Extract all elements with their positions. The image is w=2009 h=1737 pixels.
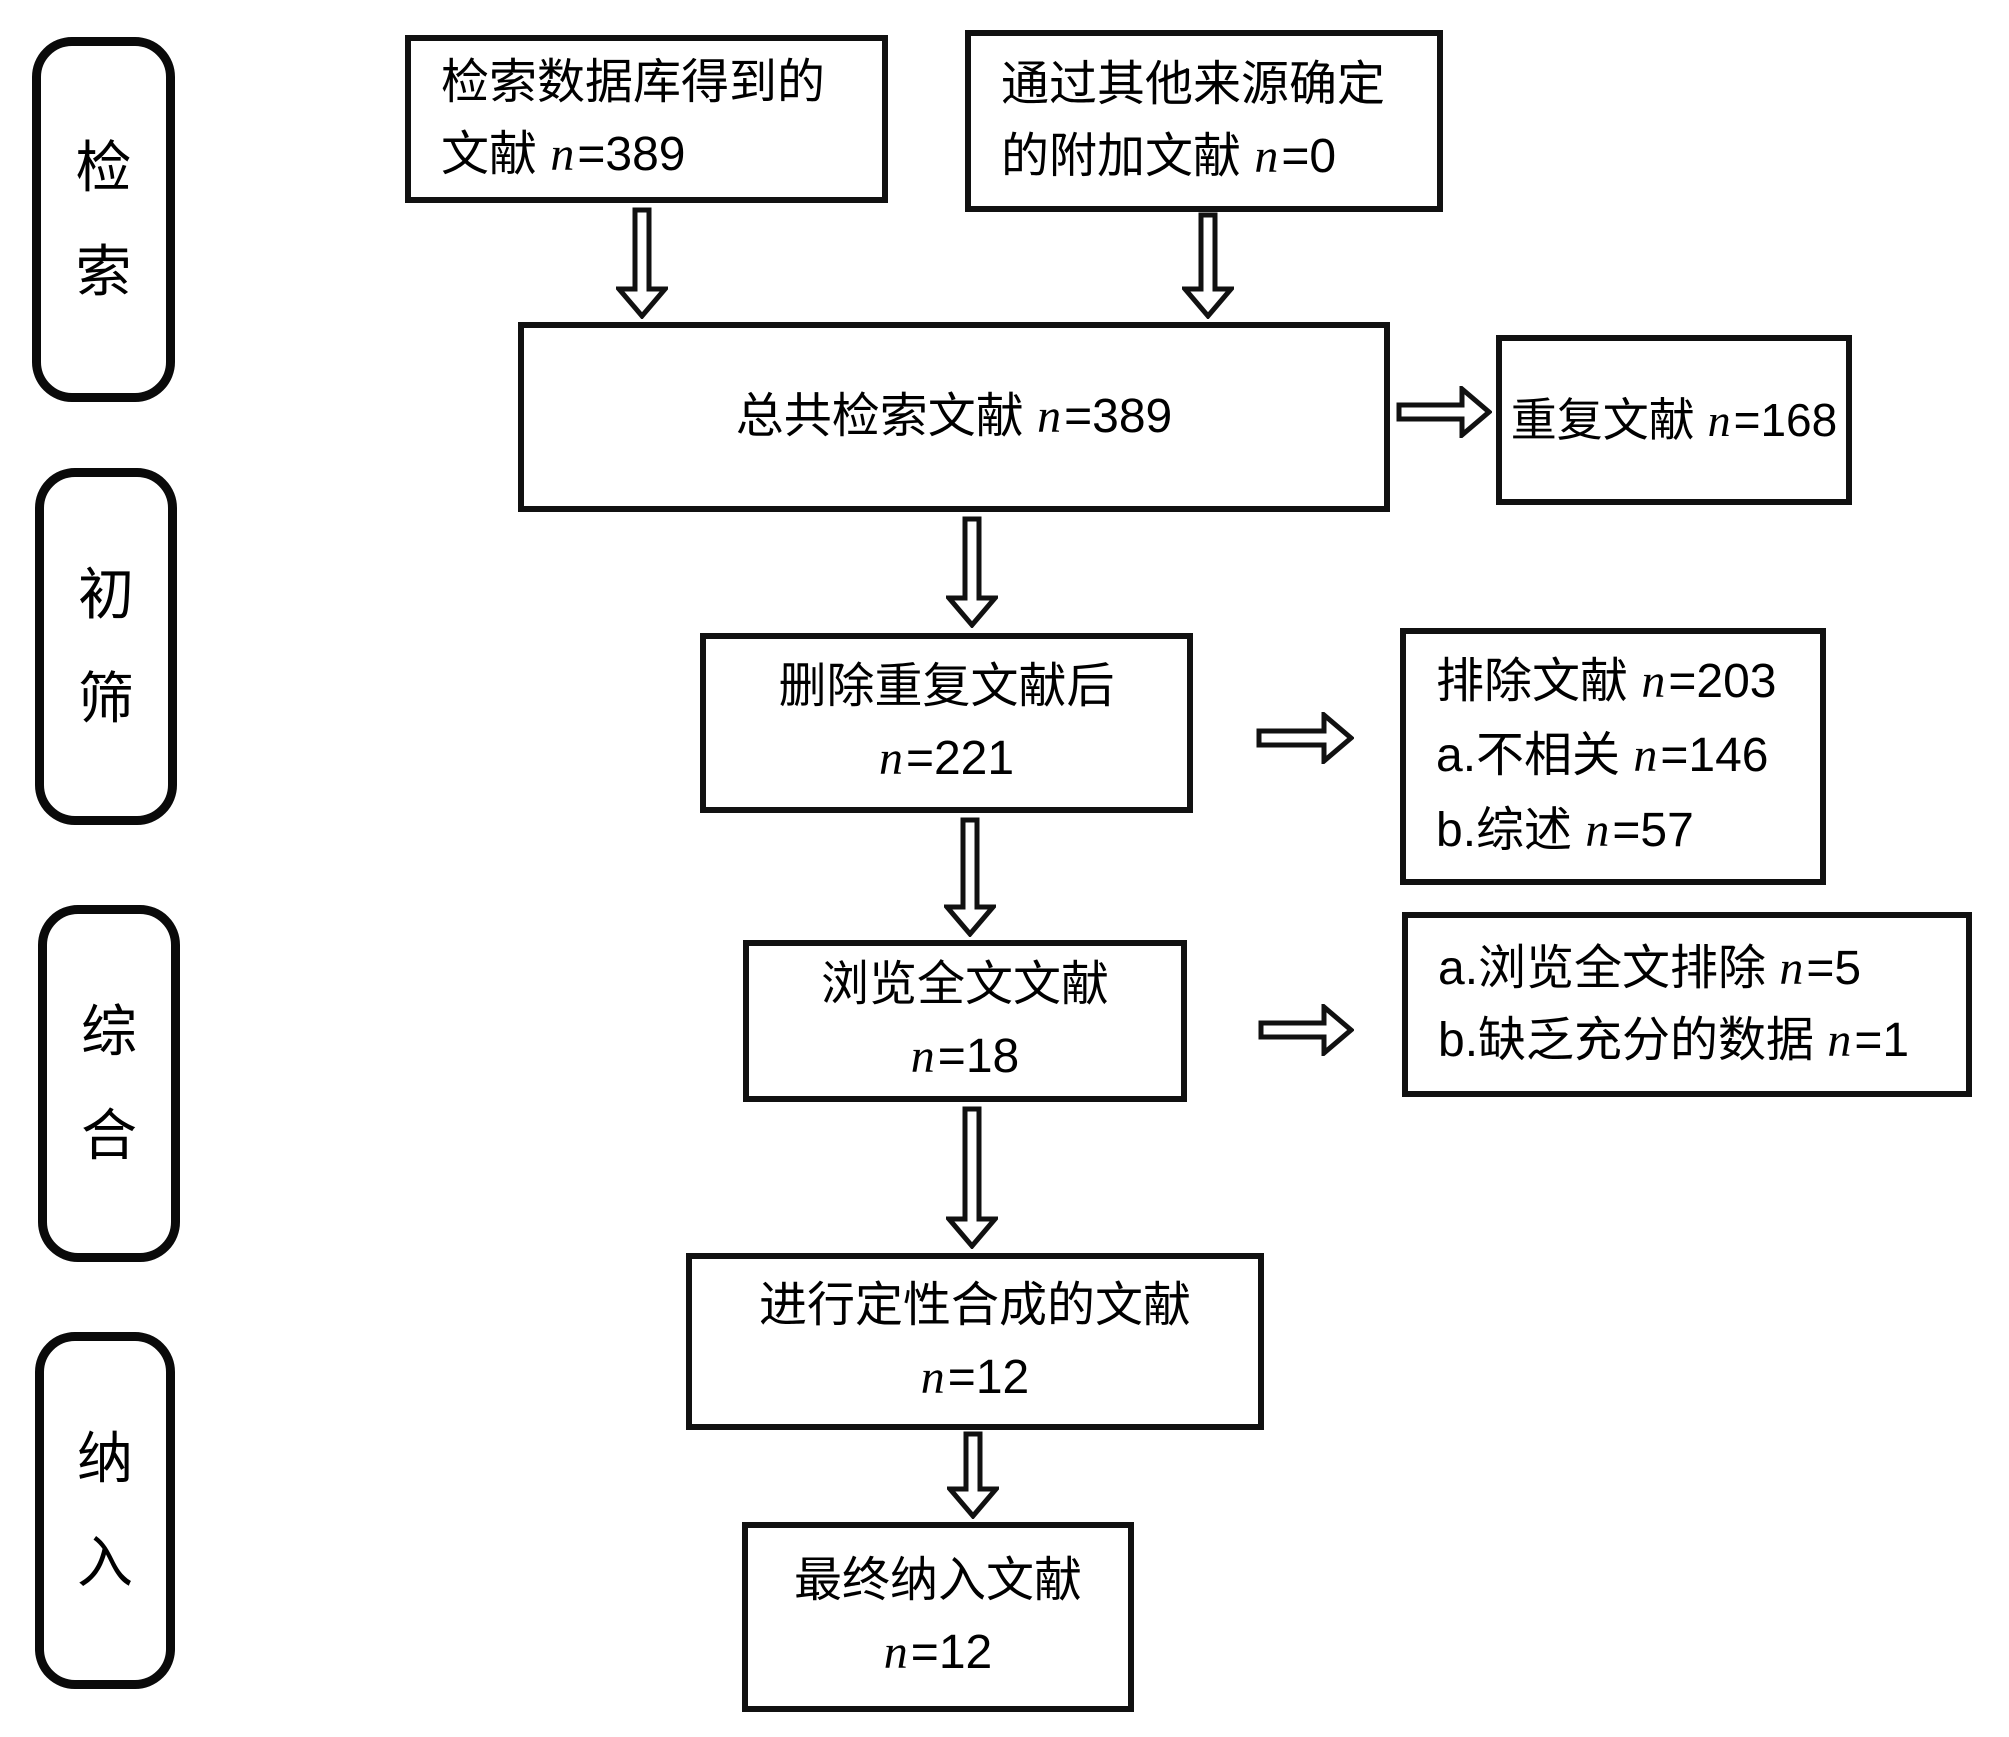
arrow-total-to-duplicates xyxy=(1396,386,1492,438)
box-line: 最终纳入文献 xyxy=(793,1554,1082,1607)
box-duplicates: 重复文献 n=168 xyxy=(1496,335,1852,505)
box-line: 浏览全文文献 xyxy=(820,958,1109,1011)
stage-search-label: 检 索 xyxy=(75,135,132,303)
stage-inclusion: 纳 入 xyxy=(35,1332,175,1689)
box-line: 检索数据库得到的 xyxy=(441,56,826,109)
box-final-included: 最终纳入文献 n=12 xyxy=(742,1522,1134,1712)
box-total-retrieved: 总共检索文献 n=389 xyxy=(518,322,1390,512)
box-line: 通过其他来源确定 xyxy=(1001,58,1386,111)
stage-search: 检 索 xyxy=(32,37,175,402)
box-line: b.综述 n=57 xyxy=(1436,803,1694,857)
arrow-other-to-total xyxy=(1182,212,1234,319)
stage-synthesis: 综 合 xyxy=(38,905,180,1262)
box-line: a.浏览全文排除 n=5 xyxy=(1438,941,1862,995)
box-line: 文献 n=389 xyxy=(441,128,686,181)
box-fulltext-review: 浏览全文文献 n=18 xyxy=(743,940,1187,1102)
stage-screening-label: 初 筛 xyxy=(78,562,134,730)
box-line: 重复文献 n=168 xyxy=(1510,393,1838,446)
box-excluded: 排除文献 n=203 a.不相关 n=146 b.综述 n=57 xyxy=(1400,628,1826,885)
box-database-search: 检索数据库得到的 文献 n=389 xyxy=(405,35,888,203)
arrow-db-to-total xyxy=(616,207,668,319)
box-line: 的附加文献 n=0 xyxy=(1001,130,1337,183)
box-line: b.缺乏充分的数据 n=1 xyxy=(1438,1013,1910,1067)
box-qualitative-synthesis: 进行定性合成的文献 n=12 xyxy=(686,1253,1264,1430)
arrow-dedup-to-excluded xyxy=(1256,712,1354,764)
box-line: 总共检索文献 n=389 xyxy=(735,390,1173,443)
arrow-qualitative-to-final xyxy=(947,1431,999,1519)
box-line: 进行定性合成的文献 xyxy=(758,1278,1191,1332)
box-line: 删除重复文献后 xyxy=(778,660,1115,713)
stage-inclusion-label: 纳 入 xyxy=(77,1426,133,1594)
box-after-dedup: 删除重复文献后 n=221 xyxy=(700,633,1193,813)
stage-synthesis-label: 综 合 xyxy=(81,999,137,1167)
arrow-fulltext-to-qualitative xyxy=(946,1106,998,1249)
box-line: n=18 xyxy=(910,1030,1020,1083)
arrow-dedup-to-fulltext xyxy=(944,817,996,937)
box-line: n=12 xyxy=(920,1350,1030,1404)
box-fulltext-excluded: a.浏览全文排除 n=5 b.缺乏充分的数据 n=1 xyxy=(1402,912,1972,1097)
box-line: n=221 xyxy=(878,732,1015,785)
box-line: 排除文献 n=203 xyxy=(1436,654,1777,708)
box-line: a.不相关 n=146 xyxy=(1436,729,1769,783)
arrow-total-to-dedup xyxy=(946,516,998,628)
box-other-sources: 通过其他来源确定 的附加文献 n=0 xyxy=(965,30,1443,212)
box-line: n=12 xyxy=(883,1626,993,1679)
stage-screening: 初 筛 xyxy=(35,468,177,825)
arrow-fulltext-to-ftexcluded xyxy=(1258,1004,1354,1056)
